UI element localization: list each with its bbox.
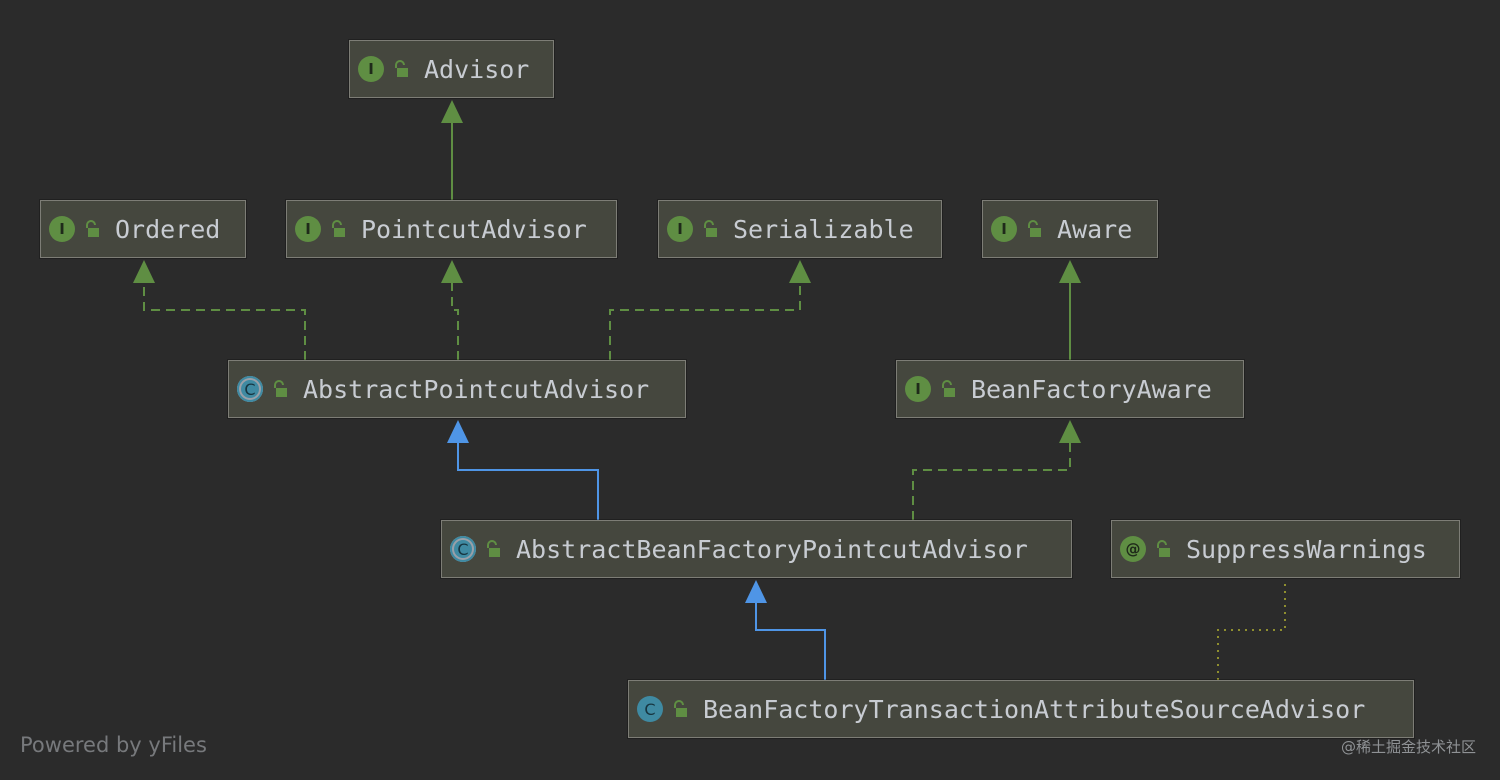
arrowhead-aware <box>1059 260 1081 283</box>
arrowhead-abstractbeanfactorypointcutadvisor <box>745 580 767 603</box>
interface-icon: I <box>905 376 931 402</box>
interface-icon: I <box>49 216 75 242</box>
node-label: Ordered <box>115 214 221 244</box>
unlocked-padlock-icon <box>1028 220 1041 237</box>
node-ordered[interactable]: I Ordered <box>40 200 246 258</box>
edge-abstractpointcutadvisor-to-serializable <box>609 280 801 360</box>
abstract-class-icon: C <box>237 376 263 402</box>
node-label: BeanFactoryAware <box>971 374 1212 404</box>
unlocked-padlock-icon <box>487 540 500 557</box>
interface-icon: I <box>295 216 321 242</box>
edge-abstractpointcutadvisor-to-ordered <box>143 280 306 360</box>
arrowhead-abstractpointcutadvisor <box>447 420 469 443</box>
edge-beanfactorytransactionattributesourceadvisor-to-abstractbeanfactorypointcutadvisor <box>755 602 826 680</box>
node-aware[interactable]: I Aware <box>982 200 1158 258</box>
node-suppresswarnings[interactable]: @ SuppressWarnings <box>1111 520 1460 578</box>
edge-abstractbeanfactorypointcutadvisor-to-beanfactoryaware <box>912 442 1071 520</box>
unlocked-padlock-icon <box>332 220 345 237</box>
node-beanfactorytransactionattributesourceadvisor[interactable]: C BeanFactoryTransactionAttributeSourceA… <box>628 680 1414 738</box>
node-label: SuppressWarnings <box>1186 534 1427 564</box>
arrowhead-beanfactoryaware <box>1059 420 1081 443</box>
watermark: @稀土掘金技术社区 <box>1340 738 1476 756</box>
edge-abstractbeanfactorypointcutadvisor-to-abstractpointcutadvisor <box>457 442 599 520</box>
node-abstractbeanfactorypointcutadvisor[interactable]: C AbstractBeanFactoryPointcutAdvisor <box>441 520 1072 578</box>
node-serializable[interactable]: I Serializable <box>658 200 942 258</box>
abstract-class-icon: C <box>450 536 476 562</box>
arrowhead-serializable <box>789 260 811 283</box>
unlocked-padlock-icon <box>1157 540 1170 557</box>
node-label: AbstractPointcutAdvisor <box>303 374 650 404</box>
node-label: Aware <box>1057 214 1133 244</box>
interface-icon: I <box>667 216 693 242</box>
interface-icon: I <box>991 216 1017 242</box>
node-label: Advisor <box>424 54 530 84</box>
powered-by-footer: Powered by yFiles <box>20 733 207 757</box>
arrowhead-advisor <box>441 100 463 123</box>
annotation-icon: @ <box>1120 536 1146 562</box>
unlocked-padlock-icon <box>704 220 717 237</box>
node-label: Serializable <box>733 214 914 244</box>
class-icon: C <box>637 696 663 722</box>
interface-icon: I <box>358 56 384 82</box>
node-advisor[interactable]: I Advisor <box>349 40 554 98</box>
edge-beanfactorytransactionattributesourceadvisor-to-suppresswarnings <box>1217 580 1286 680</box>
unlocked-padlock-icon <box>86 220 99 237</box>
edge-abstractpointcutadvisor-to-pointcutadvisor <box>451 280 459 360</box>
node-pointcutadvisor[interactable]: I PointcutAdvisor <box>286 200 617 258</box>
unlocked-padlock-icon <box>942 380 955 397</box>
unlocked-padlock-icon <box>674 700 687 717</box>
unlocked-padlock-icon <box>274 380 287 397</box>
arrowhead-ordered <box>133 260 155 283</box>
unlocked-padlock-icon <box>395 60 408 77</box>
node-label: PointcutAdvisor <box>361 214 587 244</box>
arrowhead-pointcutadvisor <box>441 260 463 283</box>
node-abstractpointcutadvisor[interactable]: C AbstractPointcutAdvisor <box>228 360 686 418</box>
node-label: BeanFactoryTransactionAttributeSourceAdv… <box>703 694 1366 724</box>
node-label: AbstractBeanFactoryPointcutAdvisor <box>516 534 1028 564</box>
node-beanfactoryaware[interactable]: I BeanFactoryAware <box>896 360 1244 418</box>
